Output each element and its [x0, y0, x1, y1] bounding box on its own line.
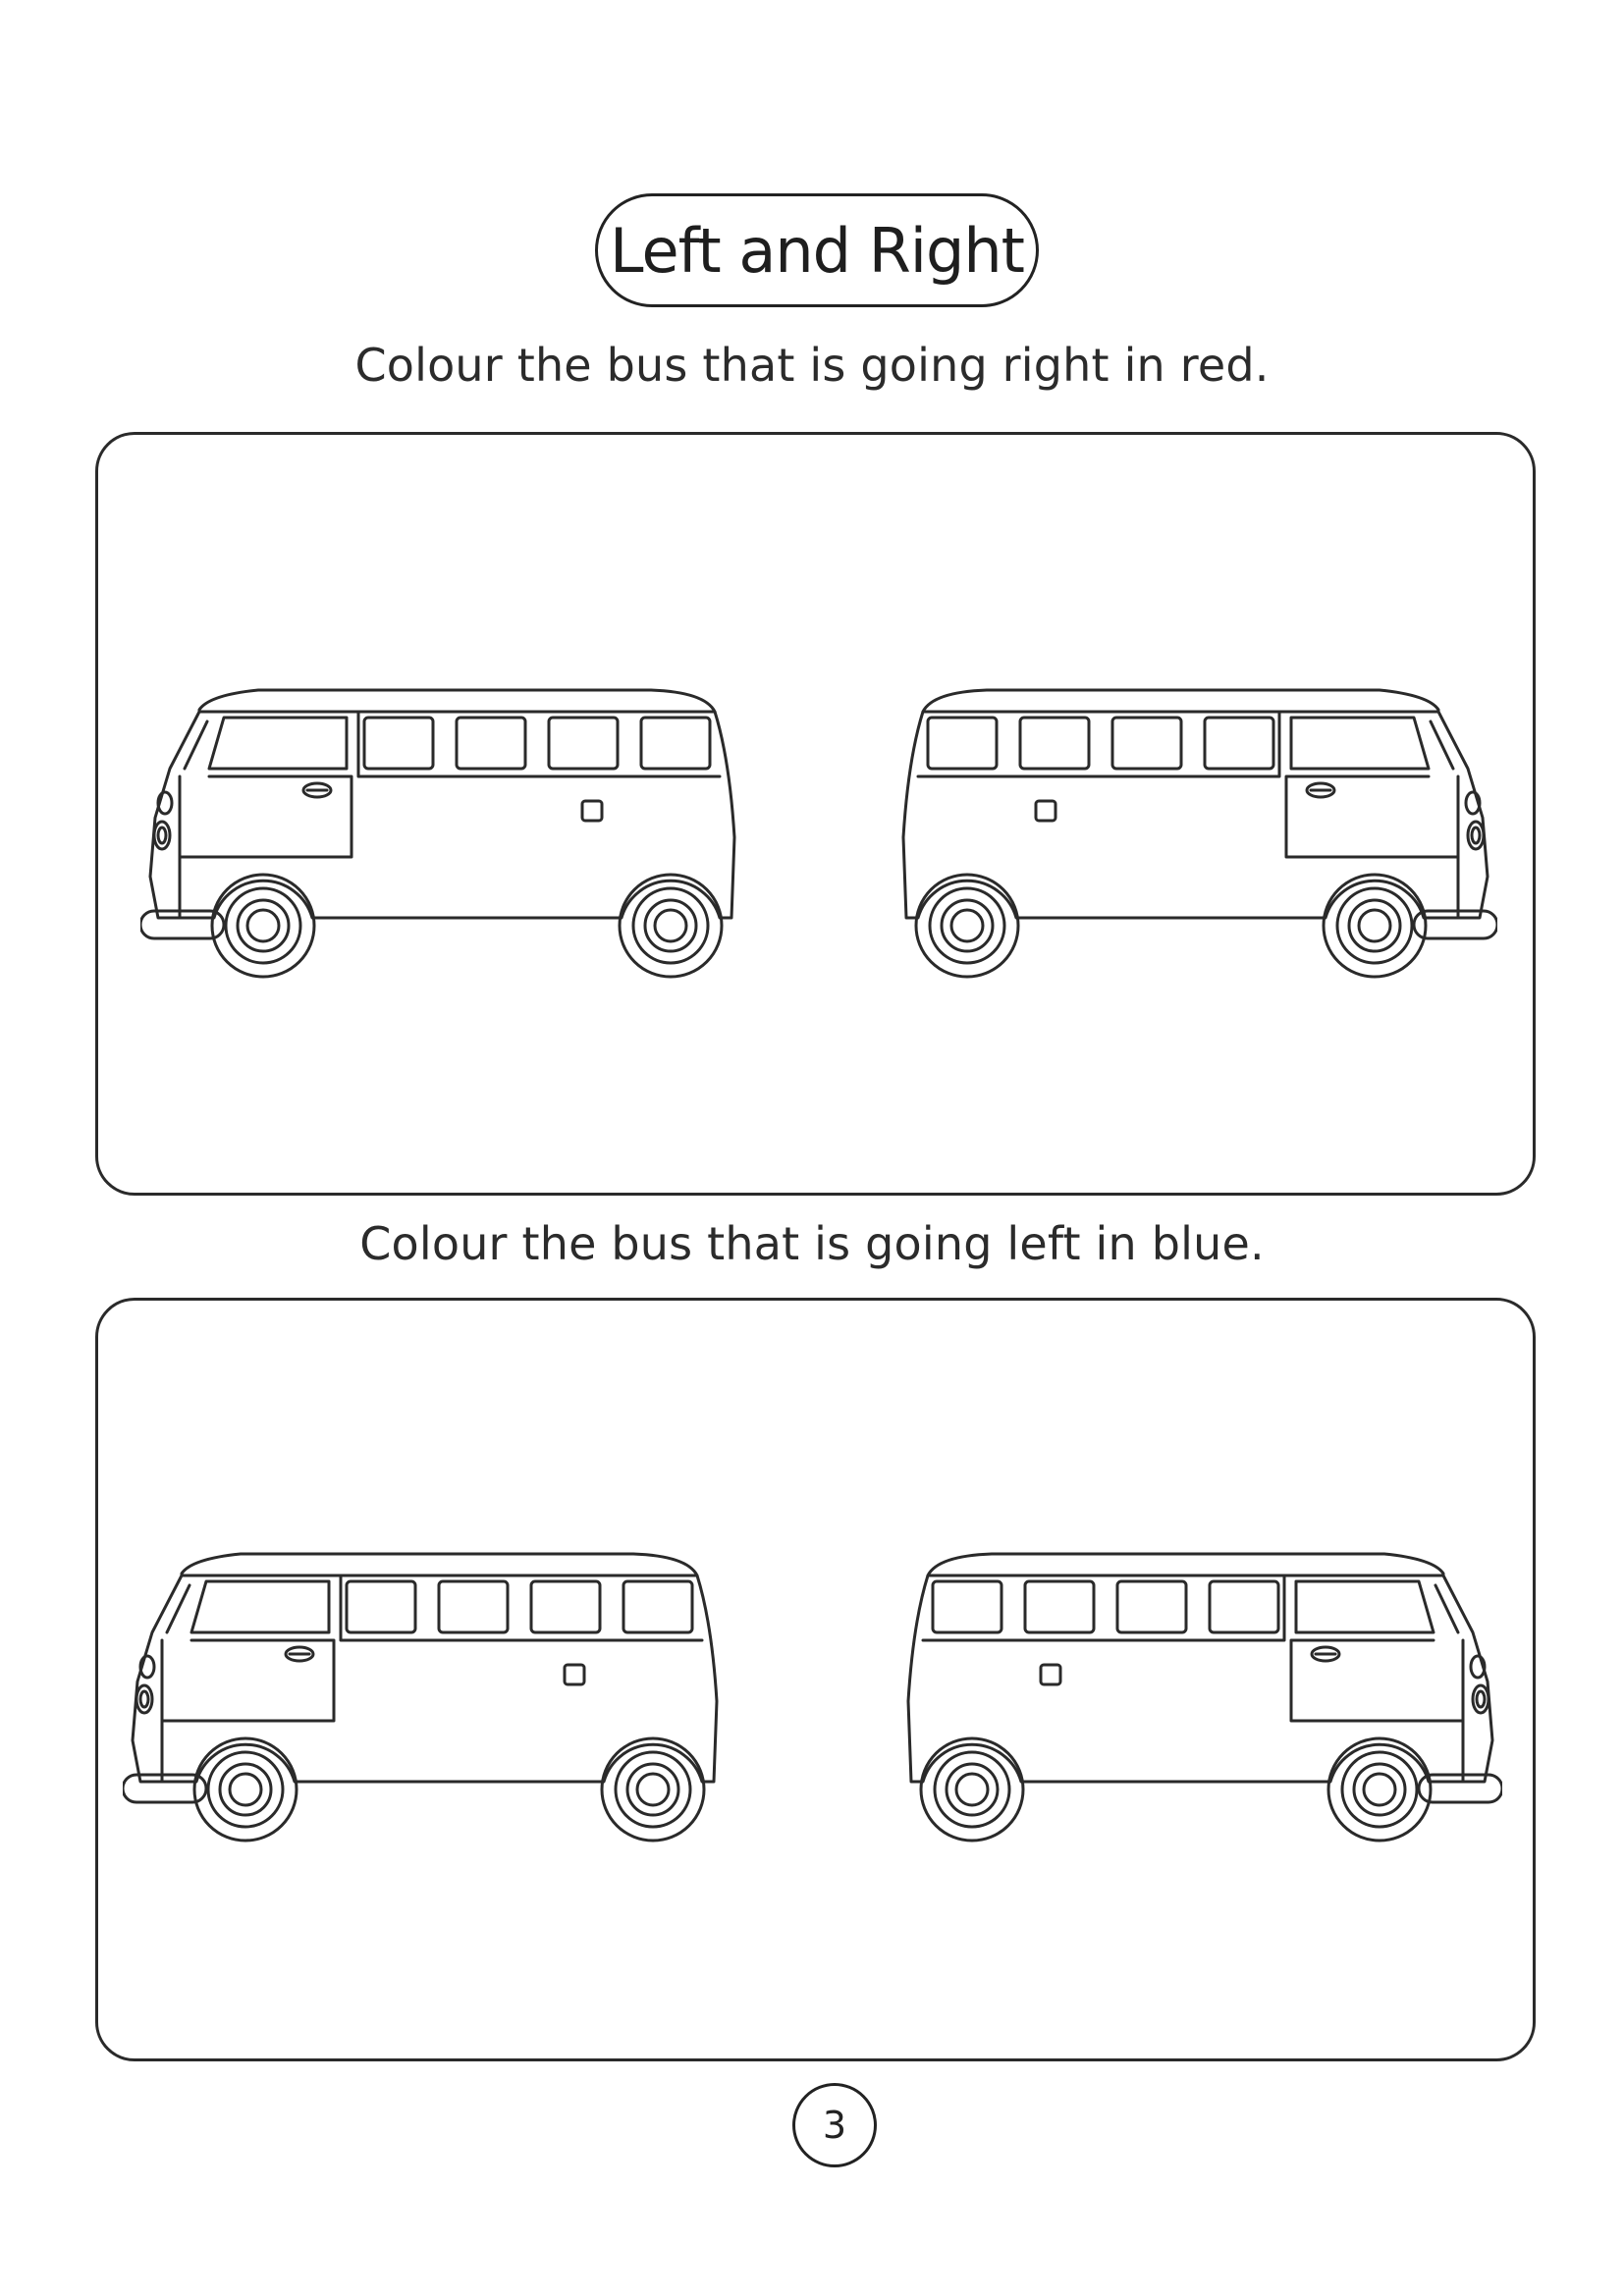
instruction-blue: Colour the bus that is going left in blu… [359, 1217, 1265, 1270]
instruction-red: Colour the bus that is going right in re… [354, 339, 1270, 392]
bus-panel-1 [95, 432, 1536, 1196]
bus-icon[interactable] [825, 1524, 1502, 1848]
bus-icon[interactable] [123, 1524, 800, 1848]
worksheet-title: Left and Right [595, 193, 1039, 307]
bus-icon[interactable] [820, 661, 1497, 985]
bus-body-left-facing [140, 688, 736, 979]
bus-body-right-facing [906, 1552, 1502, 1842]
bus-body-left-facing [123, 1552, 719, 1842]
bus-panel-2 [95, 1298, 1536, 2061]
page-number: 3 [792, 2083, 877, 2167]
bus-body-right-facing [901, 688, 1497, 979]
bus-icon[interactable] [140, 661, 818, 985]
